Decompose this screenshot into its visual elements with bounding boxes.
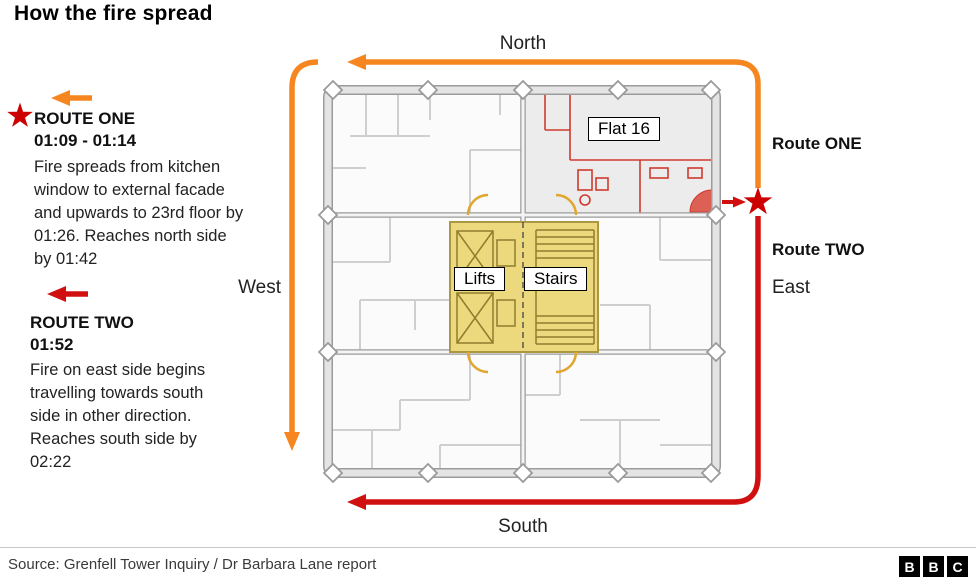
route-one-side-label: Route ONE: [772, 134, 862, 153]
bbc-logo-block: C: [947, 556, 968, 577]
page-title: How the fire spread: [14, 2, 213, 25]
flat16-area: [525, 95, 711, 213]
footer-divider: [0, 547, 976, 548]
route-two-heading: ROUTE TWO: [30, 313, 134, 332]
route-one-description: Fire spreads from kitchen window to exte…: [34, 158, 244, 268]
bbc-logo-block: B: [923, 556, 944, 577]
source-credit: Source: Grenfell Tower Inquiry / Dr Barb…: [8, 556, 377, 573]
route-one-time: 01:09 - 01:14: [34, 131, 137, 150]
route-one-arrow-east-north: [347, 54, 761, 188]
flat16-label: Flat 16: [588, 117, 660, 141]
door-arcs: [466, 193, 578, 374]
route-one-heading: ROUTE ONE: [34, 109, 136, 128]
bbc-logo-block: B: [899, 556, 920, 577]
compass-label-south: South: [498, 516, 548, 537]
fire-origin-marker: [689, 189, 713, 213]
route-two-side-label: Route TWO: [772, 240, 865, 259]
compass-label-north: North: [499, 33, 547, 54]
lifts-label: Lifts: [454, 267, 506, 291]
flat16-walls: [544, 95, 712, 213]
route-two-arrows: [47, 196, 761, 510]
compass-label-east: East: [772, 277, 811, 298]
route-two-time: 01:52: [30, 335, 74, 354]
fire-start-star-icon: [743, 187, 773, 215]
apartment-partitions: [333, 95, 711, 468]
bbc-logo: B B C: [899, 556, 968, 577]
route-one-arrows: [51, 54, 761, 451]
stairs-label: Stairs: [524, 267, 588, 291]
perimeter-columns: [317, 79, 727, 484]
compass-label-west: West: [238, 277, 281, 298]
route-two-arrow-east-south: [347, 216, 761, 510]
route-one-arrow-west: [284, 59, 319, 451]
route-one-legend-star-icon: [7, 102, 33, 127]
route-two-description: Fire on east side begins travelling towa…: [30, 361, 206, 471]
